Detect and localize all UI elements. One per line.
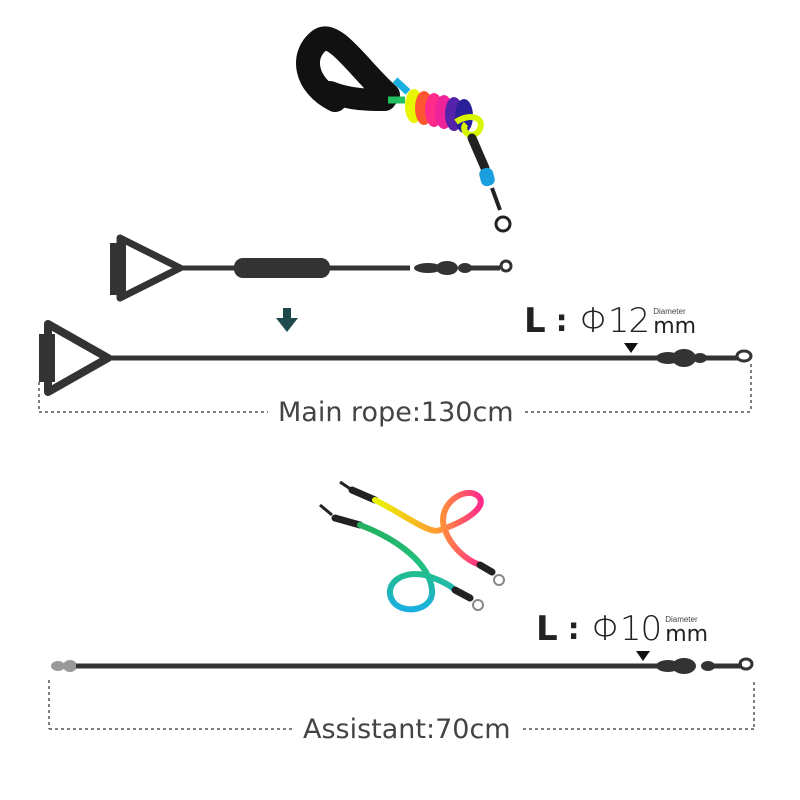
spec-colon: :: [567, 612, 580, 647]
diameter-caption: Diameter: [653, 307, 686, 316]
unit-label: mm: [665, 622, 709, 647]
unit-box: Diameter mm: [665, 615, 708, 646]
unit-label: mm: [653, 314, 697, 339]
diameter-caption: Diameter: [665, 615, 698, 624]
assistant-rope-length-label: Assistant:70cm: [293, 714, 521, 746]
unit-box: Diameter mm: [653, 307, 696, 338]
triangle-down-icon: [624, 343, 638, 353]
main-rope-length-label: Main rope:130cm: [268, 397, 524, 429]
main-rope-spec: L : Φ12 Diameter mm: [524, 304, 696, 338]
triangle-down-icon: [636, 651, 650, 661]
diameter-value: Φ12: [579, 301, 651, 341]
diameter-value: Φ10: [591, 609, 663, 649]
spec-length-prefix: L: [536, 609, 558, 649]
spec-length-prefix: L: [524, 301, 546, 341]
assistant-rope-spec: L : Φ10 Diameter mm: [536, 612, 708, 646]
spec-colon: :: [555, 304, 568, 339]
